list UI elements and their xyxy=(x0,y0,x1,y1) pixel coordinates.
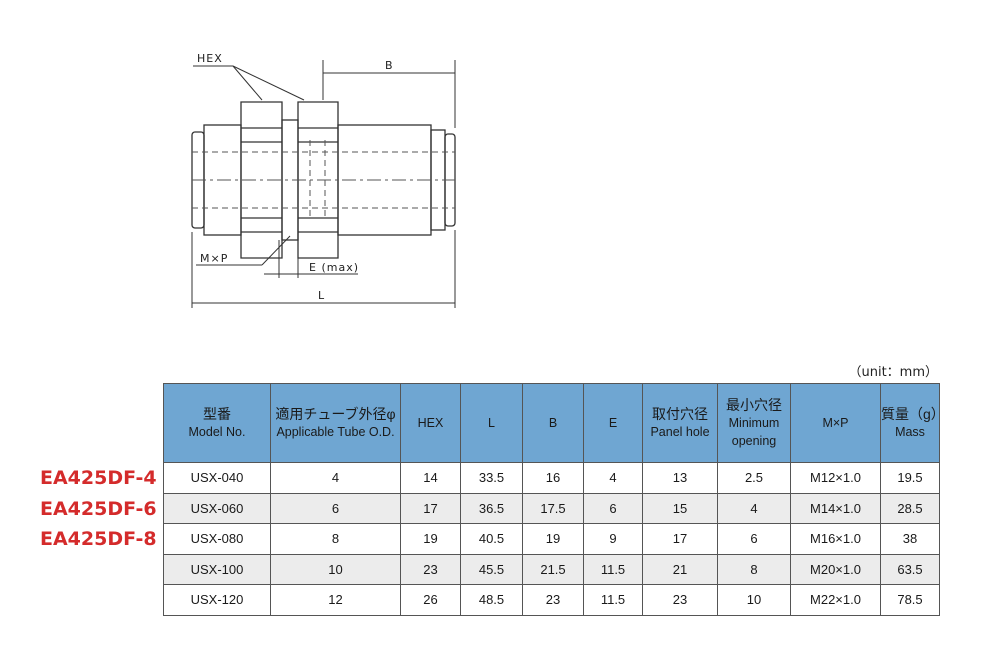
right-hex-nut xyxy=(297,101,339,259)
header-b: B xyxy=(522,383,584,463)
table-cell: 17 xyxy=(400,492,461,524)
table-cell: M16×1.0 xyxy=(790,523,881,555)
product-code: EA425DF-6 xyxy=(40,497,157,520)
hex-label: HEX xyxy=(197,52,223,65)
table-cell: 23 xyxy=(400,553,461,585)
table-cell: 26 xyxy=(400,584,461,616)
side-product-codes: EA425DF-4 EA425DF-6 EA425DF-8 xyxy=(40,463,157,555)
table-cell: 2.5 xyxy=(717,462,791,494)
table-cell: 16 xyxy=(522,462,584,494)
table-cell: 40.5 xyxy=(460,523,523,555)
table-cell: 4 xyxy=(583,462,643,494)
table-cell: 21.5 xyxy=(522,553,584,585)
header-mxp: M×P xyxy=(790,383,881,463)
product-code: EA425DF-4 xyxy=(40,467,157,489)
table-cell: USX-040 xyxy=(163,462,271,494)
table-cell: 8 xyxy=(270,523,401,555)
left-hex-nut xyxy=(240,101,283,259)
e-label: E (max) xyxy=(309,261,359,274)
table-cell: 63.5 xyxy=(880,553,940,585)
table-cell: 11.5 xyxy=(583,553,643,585)
table-cell: USX-060 xyxy=(163,492,271,524)
table-cell: 23 xyxy=(642,584,718,616)
table-cell: 14 xyxy=(400,462,461,494)
table-cell: 19.5 xyxy=(880,462,940,494)
table-cell: 10 xyxy=(717,584,791,616)
fitting-drawing: HEX B M×P E (max) L xyxy=(191,52,456,308)
table-cell: 23 xyxy=(522,584,584,616)
table-cell: 78.5 xyxy=(880,584,940,616)
table-cell: 28.5 xyxy=(880,492,940,524)
table-cell: USX-100 xyxy=(163,553,271,585)
b-label: B xyxy=(385,59,394,72)
product-code: EA425DF-8 xyxy=(40,528,157,550)
table-cell: 17.5 xyxy=(522,492,584,524)
unit-note: （unit：mm） xyxy=(848,365,938,380)
table-cell: 9 xyxy=(583,523,643,555)
table-cell: 6 xyxy=(717,523,791,555)
table-cell: 17 xyxy=(642,523,718,555)
header-e: E xyxy=(583,383,643,463)
mxp-label: M×P xyxy=(200,252,228,265)
table-cell: 38 xyxy=(880,523,940,555)
header-mass: 質量（g）Mass xyxy=(880,383,945,463)
table-cell: M20×1.0 xyxy=(790,553,881,585)
table-cell: M22×1.0 xyxy=(790,584,881,616)
table-cell: 4 xyxy=(717,492,791,524)
table-cell: USX-120 xyxy=(163,584,271,616)
header-hex: HEX xyxy=(400,383,461,463)
table-cell: 45.5 xyxy=(460,553,523,585)
l-label: L xyxy=(318,289,325,302)
table-cell: 48.5 xyxy=(460,584,523,616)
header-l: L xyxy=(460,383,523,463)
table-cell: 21 xyxy=(642,553,718,585)
table-cell: 6 xyxy=(270,492,401,524)
table-cell: M14×1.0 xyxy=(790,492,881,524)
table-cell: 12 xyxy=(270,584,401,616)
table-cell: 19 xyxy=(400,523,461,555)
table-cell: M12×1.0 xyxy=(790,462,881,494)
table-cell: 19 xyxy=(522,523,584,555)
table-cell: 6 xyxy=(583,492,643,524)
table-cell: USX-080 xyxy=(163,523,271,555)
table-cell: 8 xyxy=(717,553,791,585)
table-cell: 36.5 xyxy=(460,492,523,524)
table-cell: 33.5 xyxy=(460,462,523,494)
table-cell: 13 xyxy=(642,462,718,494)
table-cell: 15 xyxy=(642,492,718,524)
table-cell: 4 xyxy=(270,462,401,494)
table-cell: 11.5 xyxy=(583,584,643,616)
table-cell: 10 xyxy=(270,553,401,585)
